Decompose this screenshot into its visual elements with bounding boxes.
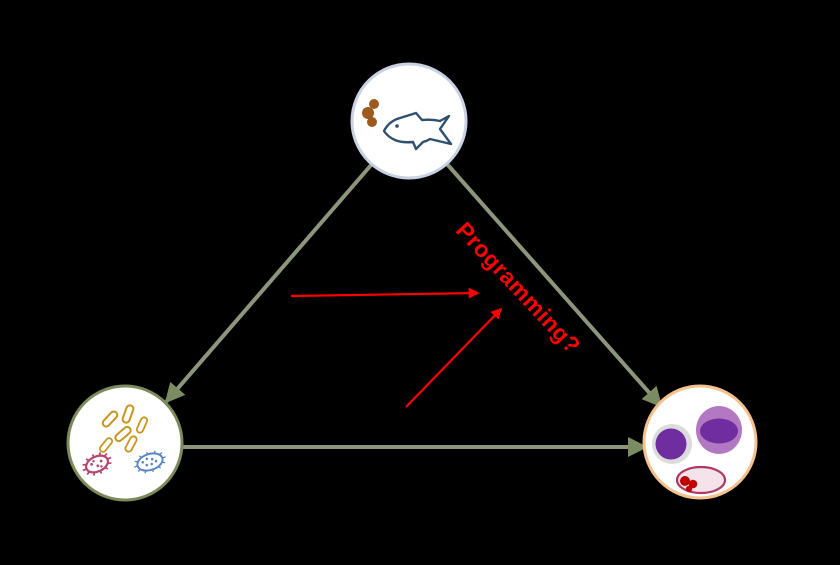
programming-label: Programming? [451, 217, 586, 359]
spiky-bacterium-icon [82, 452, 112, 476]
spiky-bacterium-body [85, 454, 109, 474]
feed-pellets-icon [362, 99, 379, 127]
granulocyte-icon [675, 465, 727, 495]
microbiota-node [66, 384, 184, 502]
fish-icon [382, 111, 453, 151]
lymphocyte-nucleus [655, 428, 687, 460]
triangle-edges [164, 162, 663, 457]
red-arrow-left [290, 287, 480, 299]
edge-diet-to-immune [445, 162, 663, 408]
monocyte-nucleus [700, 418, 738, 444]
ciliated-bacterium-body [136, 452, 164, 472]
programming-pointers [290, 287, 503, 408]
fish-eye [395, 124, 399, 128]
immune-cells-node [642, 384, 758, 500]
diet-node [350, 62, 468, 180]
edge-diet-to-microbiota [164, 162, 374, 404]
monocyte-icon [696, 406, 742, 454]
fish-body [382, 111, 453, 151]
ciliated-bacterium-icon [134, 450, 166, 474]
granulocyte-granules [680, 476, 698, 493]
microbiota-node-circle [66, 384, 184, 502]
spiky-bacterium-dots [90, 459, 103, 468]
lymphocyte-icon [652, 424, 692, 464]
ciliated-bacterium-dots [141, 457, 158, 467]
red-arrow-lower [405, 307, 503, 408]
